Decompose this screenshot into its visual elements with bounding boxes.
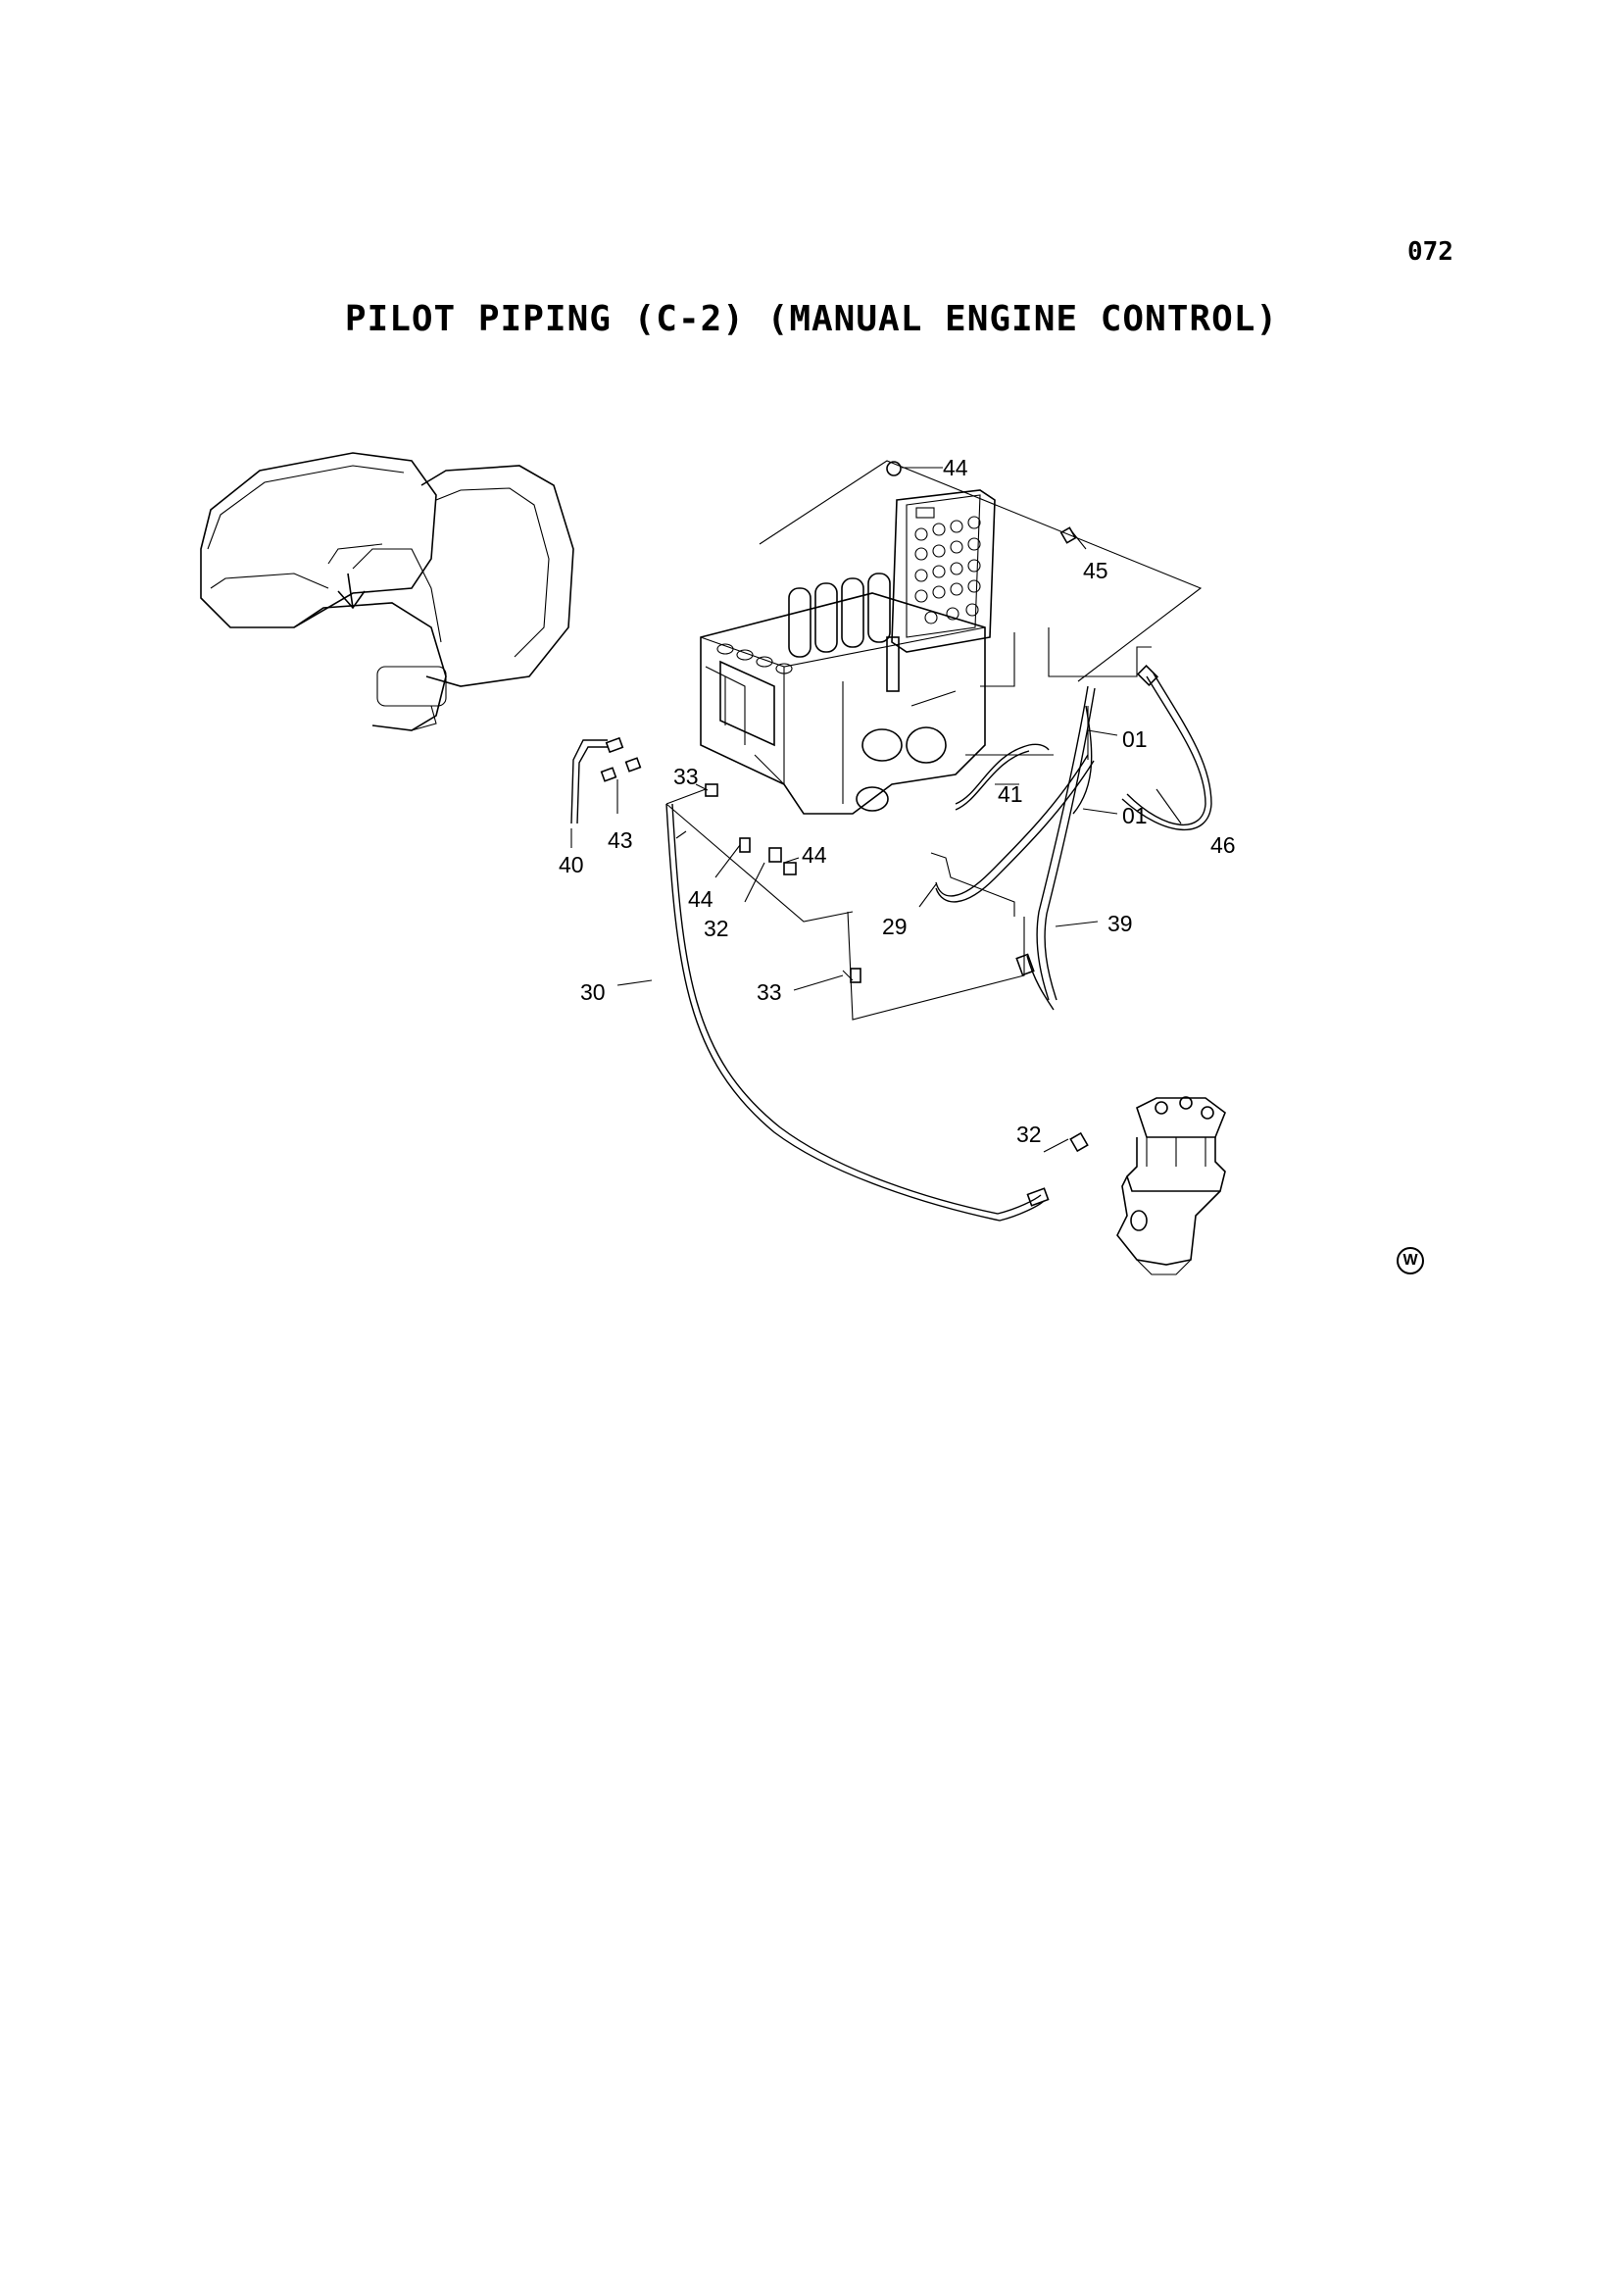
mounting-plane-lower [665, 788, 1025, 1021]
control-valve [700, 573, 986, 815]
hoses [570, 664, 1212, 1222]
page-title: PILOT PIPING (C-2) (MANUAL ENGINE CONTRO… [344, 299, 1279, 339]
excavator-overview [200, 452, 574, 731]
corner-mark-icon: W [1397, 1247, 1424, 1274]
callout-01: 01 [1122, 803, 1148, 828]
callout-40: 40 [559, 852, 584, 877]
callout-44: 44 [943, 455, 968, 480]
callout-45: 45 [1083, 558, 1108, 583]
callout-33: 33 [673, 764, 699, 789]
callout-30: 30 [580, 979, 606, 1005]
callout-29: 29 [882, 914, 908, 939]
page-number: 072 [1407, 237, 1453, 267]
callout-33: 33 [757, 979, 782, 1005]
callout-39: 39 [1107, 911, 1133, 936]
callout-44: 44 [802, 842, 827, 868]
callout-46: 46 [1210, 832, 1236, 858]
callout-32: 32 [1016, 1122, 1042, 1147]
callout-44: 44 [688, 886, 713, 912]
pilot-valve-block [886, 461, 996, 653]
callout-32: 32 [704, 916, 729, 941]
callout-01: 01 [1122, 726, 1148, 752]
fittings [600, 526, 1089, 1153]
swivel-joint [1116, 1096, 1226, 1275]
callout-43: 43 [608, 827, 633, 853]
callout-41: 41 [998, 781, 1023, 807]
leader-lines [570, 467, 1182, 1153]
callout-labels: 44 45 01 41 01 46 33 40 43 44 44 32 29 3… [559, 455, 1236, 1147]
